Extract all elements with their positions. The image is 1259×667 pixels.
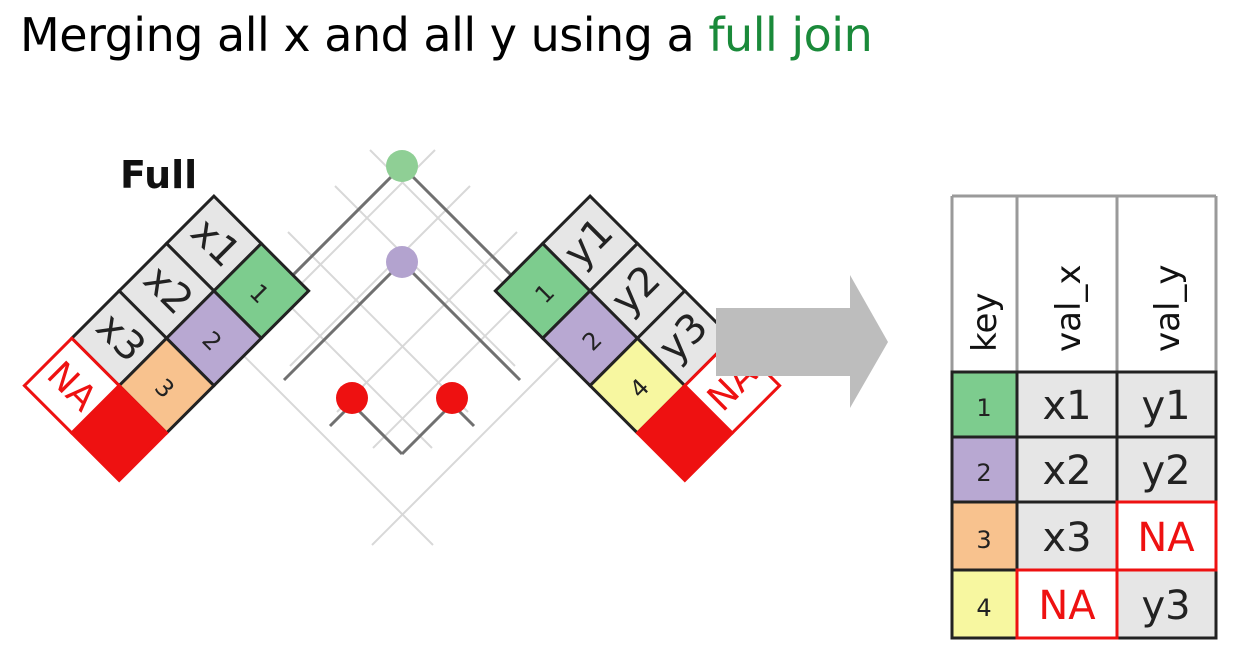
result-row4-valy: y3 (1141, 583, 1190, 629)
result-row3-na-border (1115, 500, 1218, 572)
match-dot-key4 (436, 382, 468, 414)
result-row2-valx-cell (1017, 437, 1117, 502)
result-row1-valx-cell (1017, 372, 1117, 437)
result-row3-key: 3 (976, 526, 991, 554)
arrow-icon (716, 275, 888, 408)
result-row1-key-cell (952, 372, 1017, 437)
result-row4-key: 4 (976, 594, 991, 622)
result-row2-valy: y2 (1141, 448, 1190, 494)
result-header-key: key (965, 292, 1005, 352)
result-header-val-x: val_x (1049, 264, 1089, 352)
x-table: x1 x2 x3 1 2 3 NA (22, 194, 311, 483)
match-dot-key3 (336, 382, 368, 414)
result-header-val-y: val_y (1148, 264, 1188, 352)
result-header-row (951, 196, 1216, 372)
join-type-label: Full (120, 153, 197, 197)
result-row2-valy-cell (1117, 437, 1216, 502)
result-row4-valx: NA (1038, 583, 1096, 629)
result-row4-na-border (1015, 568, 1119, 640)
result-table: key val_x val_y 1 x1 y1 2 (950, 194, 1218, 640)
x-key-cell-na (69, 383, 169, 483)
page-title: Merging all x and all y using a full joi… (20, 8, 873, 62)
y-table: 1 2 4 y1 y2 y3 NA (493, 194, 782, 483)
result-row1-valy: y1 (1141, 383, 1190, 429)
result-row2-key-cell (952, 437, 1017, 502)
join-grid (202, 149, 603, 546)
title-accent: full join (708, 8, 873, 62)
match-dot-key2 (386, 246, 418, 278)
result-row4-valx-cell (1017, 570, 1117, 638)
result-row3-valx-cell (1017, 502, 1117, 570)
result-row3-valx: x3 (1042, 515, 1091, 561)
result-row4-valy-cell (1117, 570, 1216, 638)
result-row3-key-cell (952, 502, 1017, 570)
match-dot-key1 (386, 150, 418, 182)
result-row1-key: 1 (976, 394, 991, 422)
result-row3-valy: NA (1137, 515, 1195, 561)
result-row1-valy-cell (1117, 372, 1216, 437)
result-row1-valx: x1 (1042, 383, 1091, 429)
result-row2-valx: x2 (1042, 448, 1091, 494)
result-row2-key: 2 (976, 459, 991, 487)
title-prefix: Merging all x and all y using a (20, 8, 709, 62)
result-row3-valy-cell (1117, 502, 1216, 570)
result-row4-key-cell (952, 570, 1017, 638)
